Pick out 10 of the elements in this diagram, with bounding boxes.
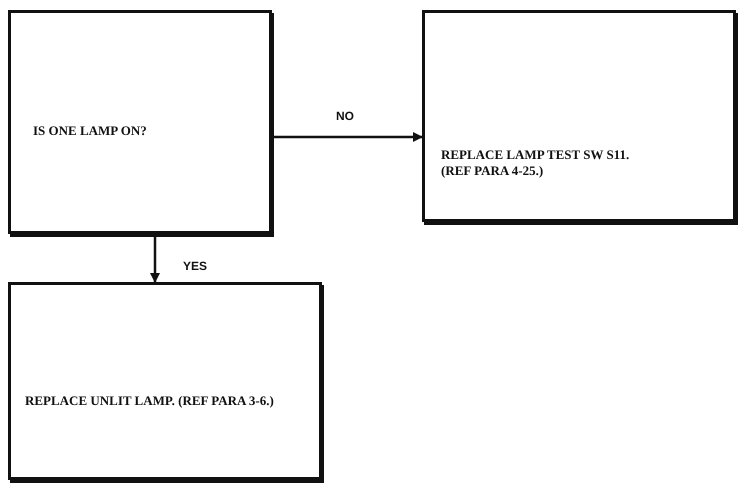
arrow	[150, 237, 160, 283]
box-text: IS ONE LAMP ON?	[33, 123, 148, 139]
edge-label: NO	[334, 109, 356, 123]
edge-label: YES	[181, 259, 210, 273]
arrow	[274, 132, 423, 142]
process-box	[422, 10, 736, 222]
box-text: REPLACE LAMP TEST SW S11. (REF PARA 4-25.)	[441, 147, 630, 179]
process-box	[8, 282, 322, 480]
box-text: REPLACE UNLIT LAMP. (REF PARA 3-6.)	[25, 393, 275, 409]
process-box	[8, 10, 272, 234]
